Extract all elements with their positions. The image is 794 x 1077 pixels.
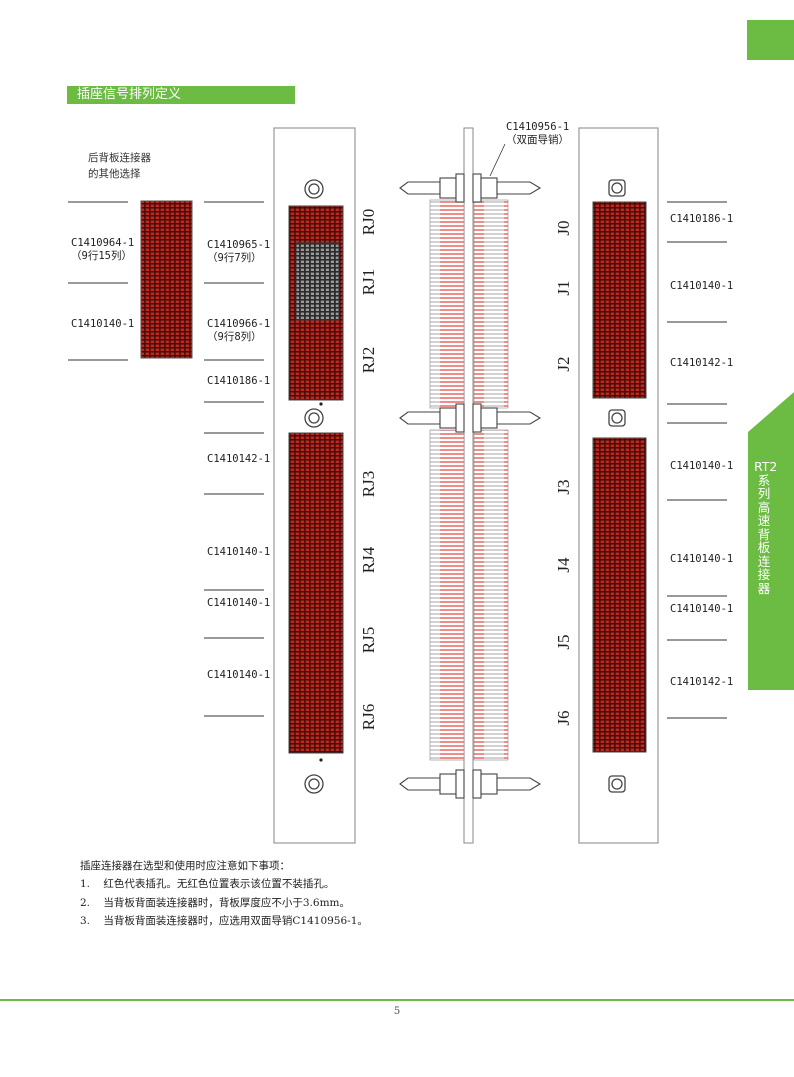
backplane-side xyxy=(463,127,474,844)
side-tab xyxy=(748,392,794,690)
rj-label-6: RJ6 xyxy=(359,703,378,731)
header-accent-block xyxy=(747,20,794,60)
right-label-3: C1410140-1 xyxy=(670,460,734,472)
rj-label-1: RJ1 xyxy=(359,268,378,296)
page-number: 5 xyxy=(393,1006,401,1017)
j-label-3: J3 xyxy=(554,479,573,495)
j-label-6: J6 xyxy=(554,710,573,726)
left-lower-connector xyxy=(288,432,344,754)
right-label-4: C1410140-1 xyxy=(670,553,734,565)
guide-pin-callout: C1410956-1 （双面导销） xyxy=(506,121,570,146)
left-gray-region xyxy=(295,242,340,321)
note-item-2: 2. 当背板背面装连接器时，背板厚度应不小于3.6mm。 xyxy=(80,897,350,909)
right-label-0: C1410186-1 xyxy=(670,213,734,225)
right-label-6: C1410142-1 xyxy=(670,676,734,688)
rj-label-4: RJ4 xyxy=(359,546,378,574)
j-label-4: J4 xyxy=(554,557,573,573)
note-item-1: 1. 红色代表插孔。无红色位置表示该位置不装插孔。 xyxy=(80,878,335,890)
j-label-5: J5 xyxy=(554,634,573,650)
j-label-2: J2 xyxy=(554,356,573,372)
left-label-0: C1410964-1 （9行15列） xyxy=(71,237,135,262)
right-label-1: C1410140-1 xyxy=(670,280,734,292)
alt-connector-block xyxy=(140,200,193,359)
rj-label-5: RJ5 xyxy=(359,626,378,654)
right-label-2: C1410142-1 xyxy=(670,357,734,369)
right-lower-connector xyxy=(592,437,647,753)
mid-label-2: C1410186-1 xyxy=(207,375,271,387)
left-label-1: C1410140-1 xyxy=(71,318,135,330)
right-label-5: C1410140-1 xyxy=(670,603,734,615)
mid-label-4: C1410140-1 xyxy=(207,546,271,558)
alt-options-caption: 后背板连接器 的其他选择 xyxy=(88,152,151,180)
mid-label-3: C1410142-1 xyxy=(207,453,271,465)
notes-intro: 插座连接器在选型和使用时应注意如下事项： xyxy=(80,860,290,872)
mid-label-0: C1410965-1 （9行7列） xyxy=(207,239,271,264)
mid-label-6: C1410140-1 xyxy=(207,669,271,681)
section-title: 插座信号排列定义 xyxy=(67,86,295,104)
rj-label-2: RJ2 xyxy=(359,346,378,374)
right-upper-connector xyxy=(592,201,647,399)
side-tab-label: RT2系列高速背板连接器 xyxy=(754,459,778,596)
j-label-0: J0 xyxy=(554,220,573,236)
footer-rule xyxy=(0,999,794,1001)
j-label-1: J1 xyxy=(554,280,573,296)
rj-label-3: RJ3 xyxy=(359,470,378,498)
rj-label-0: RJ0 xyxy=(359,208,378,236)
mid-label-1: C1410966-1 （9行8列） xyxy=(207,318,271,343)
note-item-3: 3. 当背板背面装连接器时，应选用双面导销C1410956-1。 xyxy=(80,915,368,927)
mid-label-5: C1410140-1 xyxy=(207,597,271,609)
